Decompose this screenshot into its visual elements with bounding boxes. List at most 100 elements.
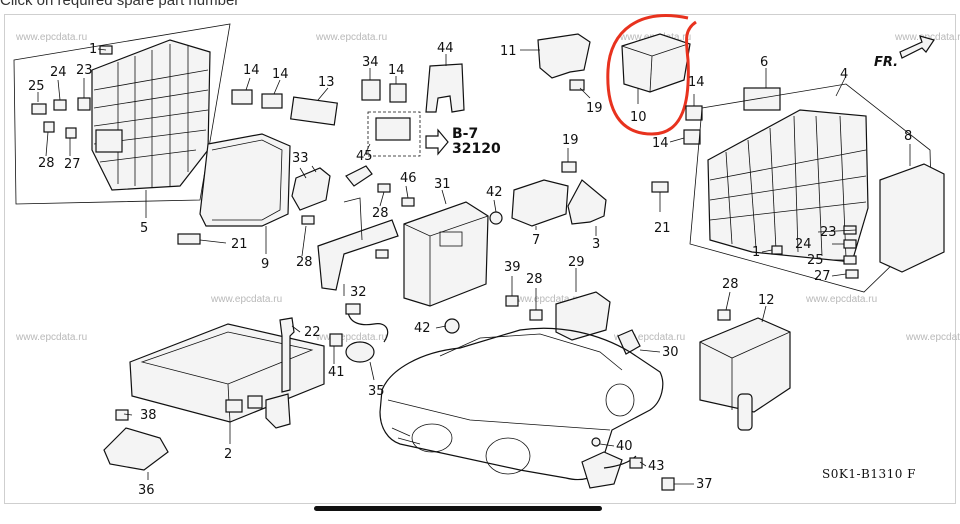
sensor-29[interactable] xyxy=(555,268,611,341)
callout-9[interactable]: 9 xyxy=(261,257,269,272)
callout-31[interactable]: 31 xyxy=(434,177,451,192)
bracket-3[interactable] xyxy=(567,179,607,236)
watermark: www.epcdata.ru xyxy=(805,294,877,305)
callout-1[interactable]: 1 xyxy=(89,42,97,57)
callout-34[interactable]: 34 xyxy=(362,55,379,70)
callout-42[interactable]: 42 xyxy=(486,185,503,200)
relay-34-group[interactable] xyxy=(361,68,421,157)
callout-45[interactable]: 45 xyxy=(356,149,373,164)
callout-8[interactable]: 8 xyxy=(904,129,912,144)
diagram-frame xyxy=(4,14,956,504)
callout-13[interactable]: 13 xyxy=(318,75,335,90)
bolt-28-mid[interactable] xyxy=(529,309,543,321)
relay-group-top[interactable] xyxy=(231,77,338,126)
callout-23[interactable]: 23 xyxy=(76,63,93,78)
callout-11[interactable]: 11 xyxy=(500,44,517,59)
fuse-box-under-dash[interactable] xyxy=(13,23,231,218)
bracket-33[interactable] xyxy=(291,167,331,211)
callout-labels[interactable]: 1 25 24 23 28 27 5 21 9 14 14 13 34 14 4… xyxy=(28,41,912,498)
callout-40[interactable]: 40 xyxy=(616,439,633,454)
callout-25[interactable]: 25 xyxy=(807,253,824,268)
callout-28[interactable]: 28 xyxy=(38,156,55,171)
callout-14[interactable]: 14 xyxy=(688,75,705,90)
ref-section: B-7 xyxy=(452,126,478,142)
callout-19[interactable]: 19 xyxy=(562,133,579,148)
ecu-bottom[interactable] xyxy=(129,323,325,444)
relay-10[interactable] xyxy=(621,33,691,104)
callout-21[interactable]: 21 xyxy=(654,221,671,236)
relay-bracket-11[interactable] xyxy=(520,33,591,99)
connector-45[interactable] xyxy=(345,143,373,187)
callout-21[interactable]: 21 xyxy=(231,237,248,252)
relays-right-14[interactable] xyxy=(669,94,703,145)
direction-label: FR. xyxy=(874,55,898,70)
ref-number: 32120 xyxy=(452,141,501,157)
callout-36[interactable]: 36 xyxy=(138,483,155,498)
callout-29[interactable]: 29 xyxy=(568,255,585,270)
callout-27[interactable]: 27 xyxy=(814,269,831,284)
watermark: www.epcdata.ru xyxy=(210,294,282,305)
callout-1[interactable]: 1 xyxy=(752,245,760,260)
bolt-46[interactable] xyxy=(401,197,415,207)
callout-5[interactable]: 5 xyxy=(140,221,148,236)
relay-6[interactable] xyxy=(743,68,781,111)
pcm-unit[interactable] xyxy=(403,189,489,307)
callout-24[interactable]: 24 xyxy=(50,65,67,80)
control-unit-12[interactable] xyxy=(699,305,791,431)
callout-10[interactable]: 10 xyxy=(630,110,647,125)
watermark: www.epcdata.ru xyxy=(315,332,387,343)
bolt-21-left[interactable] xyxy=(177,233,227,245)
callout-22[interactable]: 22 xyxy=(304,325,321,340)
callout-25[interactable]: 25 xyxy=(28,79,45,94)
callout-27[interactable]: 27 xyxy=(64,157,81,172)
page-caption: Click on required spare part number xyxy=(0,0,240,9)
callout-30[interactable]: 30 xyxy=(662,345,679,360)
callout-14[interactable]: 14 xyxy=(388,63,405,78)
callout-43[interactable]: 43 xyxy=(648,459,665,474)
watermark: www.epcdata.ru xyxy=(613,332,685,343)
callout-41[interactable]: 41 xyxy=(328,365,345,380)
sensor-22[interactable] xyxy=(265,317,295,429)
callout-33[interactable]: 33 xyxy=(292,151,309,166)
callout-14[interactable]: 14 xyxy=(243,63,260,78)
callout-28[interactable]: 28 xyxy=(372,206,389,221)
nut-42-bottom[interactable] xyxy=(444,318,460,334)
watermark: www.epcdata.ru xyxy=(315,32,387,43)
callout-32[interactable]: 32 xyxy=(350,285,367,300)
bolt-39[interactable] xyxy=(505,295,519,307)
fuse-box-cover[interactable] xyxy=(199,133,291,254)
callout-38[interactable]: 38 xyxy=(140,408,157,423)
relay-7[interactable] xyxy=(511,179,569,230)
callout-28[interactable]: 28 xyxy=(296,255,313,270)
callout-14[interactable]: 14 xyxy=(652,136,669,151)
callout-19[interactable]: 19 xyxy=(586,101,603,116)
reference-arrow[interactable]: B-7 32120 xyxy=(425,126,501,157)
nut-42-top[interactable] xyxy=(489,211,503,225)
bolt-21-right[interactable] xyxy=(651,181,669,212)
callout-44[interactable]: 44 xyxy=(437,41,454,56)
callout-7[interactable]: 7 xyxy=(532,233,540,248)
highlight-circle xyxy=(606,14,697,136)
harness-35[interactable] xyxy=(345,303,389,381)
callout-39[interactable]: 39 xyxy=(504,260,521,275)
callout-6[interactable]: 6 xyxy=(760,55,768,70)
callout-23[interactable]: 23 xyxy=(820,225,837,240)
callout-24[interactable]: 24 xyxy=(795,237,812,252)
relay-bracket-44[interactable] xyxy=(425,54,465,113)
bolt-19-mid[interactable] xyxy=(561,161,577,173)
callout-42[interactable]: 42 xyxy=(414,321,431,336)
callout-35[interactable]: 35 xyxy=(368,384,385,399)
callout-28[interactable]: 28 xyxy=(722,277,739,292)
sensor-36[interactable] xyxy=(103,409,169,480)
callout-4[interactable]: 4 xyxy=(840,67,848,82)
callout-2[interactable]: 2 xyxy=(224,447,232,462)
callout-14[interactable]: 14 xyxy=(272,67,289,82)
callout-37[interactable]: 37 xyxy=(696,477,713,492)
fuse-box-cover-right[interactable] xyxy=(879,144,945,273)
connector-41[interactable] xyxy=(329,333,343,347)
callout-3[interactable]: 3 xyxy=(592,237,600,252)
watermark: www.epcdata.ru xyxy=(905,332,960,343)
callout-46[interactable]: 46 xyxy=(400,171,417,186)
callout-12[interactable]: 12 xyxy=(758,293,775,308)
callout-28[interactable]: 28 xyxy=(526,272,543,287)
